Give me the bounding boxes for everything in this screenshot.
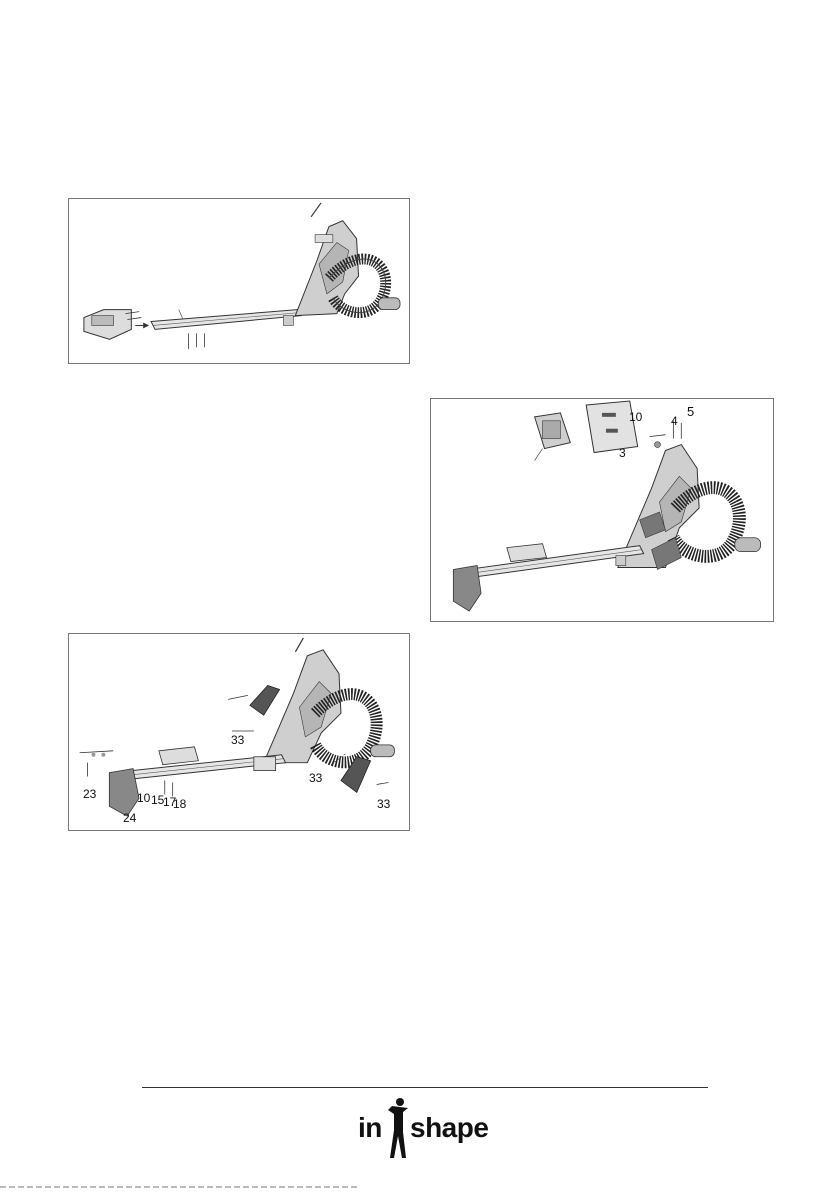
assembly-diagram-step-footrests: 33 33 33 23 24 10 15 17 18	[68, 633, 410, 831]
callout-label: 33	[377, 798, 390, 810]
callout-label: 10	[629, 411, 642, 423]
callout-label: 3	[619, 447, 626, 459]
callout-label: 24	[123, 812, 136, 824]
callout-label: 5	[687, 405, 694, 418]
figure-silhouette-icon	[386, 1096, 410, 1162]
callout-label: 33	[231, 734, 244, 746]
scan-artifact	[0, 1186, 360, 1188]
assembly-diagram-step-rail	[68, 198, 410, 364]
callout-label: 33	[309, 772, 322, 784]
logo-text-right: shape	[410, 1112, 488, 1144]
rower-footrest-illustration	[69, 634, 409, 830]
callout-label: 4	[671, 415, 678, 427]
rower-rail-illustration	[69, 199, 409, 363]
logo-text-left: in	[358, 1112, 382, 1144]
footer-divider	[142, 1087, 708, 1088]
callout-label: 18	[173, 798, 186, 810]
rower-monitor-illustration	[431, 399, 773, 621]
assembly-diagram-step-monitor: 5 10 3 4	[430, 398, 774, 622]
callout-label: 23	[83, 788, 96, 800]
callout-label: 10	[137, 792, 150, 804]
brand-logo: in shape	[356, 1096, 486, 1162]
